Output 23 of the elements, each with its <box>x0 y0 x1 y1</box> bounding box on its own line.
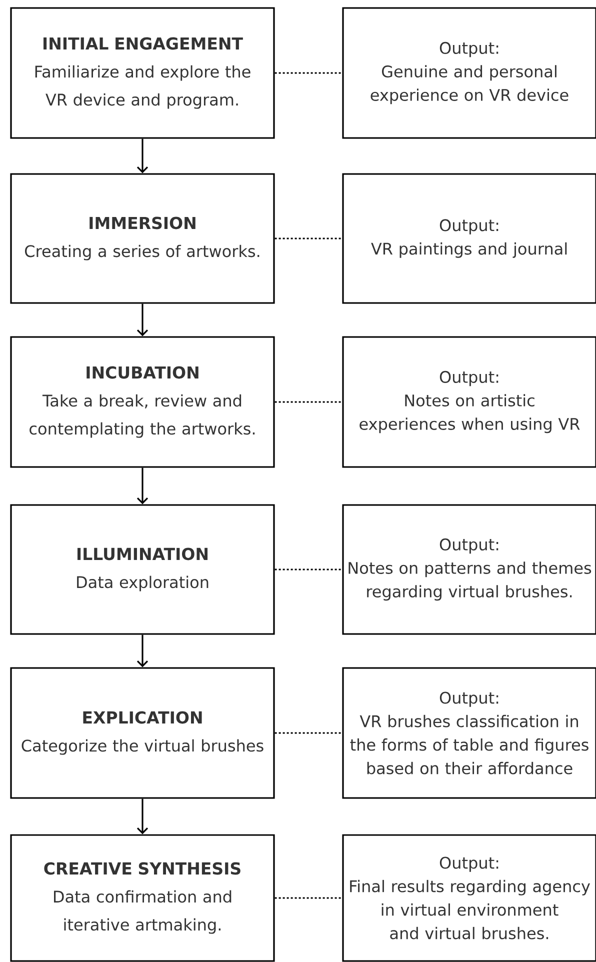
dotted-connector <box>274 401 342 403</box>
dotted-connector <box>274 732 342 734</box>
dotted-connector <box>274 72 342 74</box>
dotted-connector <box>274 897 342 899</box>
output-box: Output: Notes on artistic experiences when using VR <box>342 336 596 468</box>
stage-box: IMMERSION Creating a series of artworks. <box>10 173 275 304</box>
stage-box: ILLUMINATION Data exploration <box>10 504 275 635</box>
stage-box: INCUBATION Take a break, review and contemplating the artworks. <box>10 336 275 468</box>
arrow <box>136 798 148 834</box>
output-box: Output: Notes on patterns and themes regarding virtual brushes. <box>342 504 596 635</box>
output-box: Output: Genuine and personal experience on VR device <box>342 7 596 139</box>
output-box: Output: Final results regarding agency in virtual environment and virtual brushes. <box>342 834 596 962</box>
dotted-connector <box>274 238 342 240</box>
stage-box: INITIAL ENGAGEMENT Familiarize and explore the VR device and program. <box>10 7 275 139</box>
arrow <box>136 468 148 504</box>
arrow <box>136 138 148 174</box>
stage-box: EXPLICATION Categorize the virtual brushes <box>10 667 275 799</box>
dotted-connector <box>274 568 342 570</box>
output-box: Output: VR paintings and journal <box>342 173 596 304</box>
arrow <box>136 304 148 336</box>
arrow <box>136 634 148 668</box>
stage-box: CREATIVE SYNTHESIS Data confirmation and iterative artmaking. <box>10 834 275 962</box>
output-box: Output: VR brushes classification in the forms of table and figures based on their affordance <box>342 667 596 799</box>
